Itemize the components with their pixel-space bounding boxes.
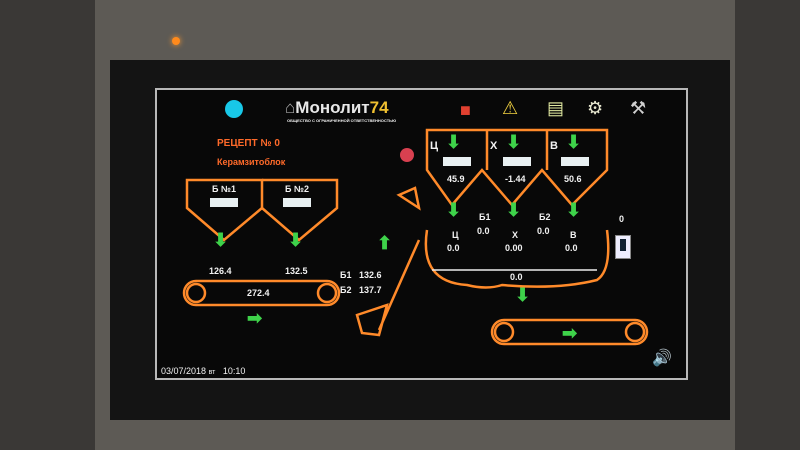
arrow-right-icon: ➡: [562, 323, 578, 343]
doser-water-label: В: [570, 230, 577, 240]
materials-icon[interactable]: ■: [460, 100, 471, 120]
settings-icon[interactable]: ⚙: [587, 98, 604, 118]
arrow-down-icon: ⬇: [446, 132, 462, 152]
bunker-2-outline: [261, 178, 339, 242]
switch-knob: [620, 239, 626, 251]
doser-b2-label: Б2: [539, 212, 551, 222]
mixer-toggle-switch[interactable]: [615, 235, 631, 259]
arrow-right-icon: ➡: [247, 308, 263, 328]
logo-tagline: ОБЩЕСТВО С ОГРАНИЧЕННОЙ ОТВЕТСТВЕННОСТЬЮ: [287, 118, 397, 123]
switch-value: 0: [619, 214, 625, 224]
doser-cement-label: Ц: [452, 230, 459, 240]
logo-text: Монолит: [295, 98, 370, 117]
sound-icon[interactable]: 🔊: [652, 350, 672, 367]
doser-b2-value: 0.0: [537, 226, 550, 236]
silo-chem-value: -1.44: [505, 174, 526, 184]
stop-icon[interactable]: [400, 148, 414, 162]
status-date-row: 03/07/2018 вт 10:10: [161, 366, 245, 376]
arrow-down-icon: ⬇: [288, 230, 304, 250]
silo-water-label: В: [550, 140, 558, 152]
doser-b1-value: 0.0: [477, 226, 490, 236]
status-date: 03/07/2018: [161, 366, 207, 376]
silo-water-value: 50.6: [564, 174, 582, 184]
doser-water-value: 0.0: [565, 243, 578, 253]
alarm-icon[interactable]: ⚠: [502, 98, 519, 118]
arrow-up-icon: ⬆: [377, 233, 393, 253]
conveyor-2-outline: [490, 318, 649, 346]
home-icon[interactable]: [225, 100, 243, 118]
tools-icon[interactable]: ⚒: [630, 98, 647, 118]
bunker-1-value: 126.4: [209, 266, 232, 276]
silo-chem-indicator: [503, 157, 531, 166]
arrow-down-icon: ⬇: [446, 200, 462, 220]
conveyor-1-value: 272.4: [247, 288, 270, 298]
power-led: [172, 37, 180, 45]
arrow-down-icon: ⬇: [506, 200, 522, 220]
doser-cement-value: 0.0: [447, 243, 460, 253]
bunker-2-label: Б №2: [285, 184, 310, 194]
bunker-1-outline: [185, 178, 264, 242]
recipe-name: Керамзитоблок: [217, 157, 286, 167]
process-diagram: [182, 128, 649, 346]
arrow-down-icon: ⬇: [566, 200, 582, 220]
b1-label: Б1: [340, 270, 352, 280]
arrow-down-icon: ⬇: [566, 132, 582, 152]
report-icon[interactable]: ▤: [547, 98, 565, 118]
conveyor-1-outline: [182, 279, 341, 307]
mixer-total: 0.0: [510, 272, 523, 282]
bunker-2-value: 132.5: [285, 266, 308, 276]
silo-cement-value: 45.9: [447, 174, 465, 184]
arrow-down-icon: ⬇: [213, 230, 229, 250]
silo-cement-indicator: [443, 157, 471, 166]
arrow-down-icon: ⬇: [506, 132, 522, 152]
doser-b1-label: Б1: [479, 212, 491, 222]
b2-label: Б2: [340, 285, 352, 295]
status-time: 10:10: [222, 366, 246, 376]
arrow-down-icon: ⬇: [515, 285, 531, 305]
recipe-title[interactable]: РЕЦЕПТ № 0: [217, 138, 280, 149]
logo-number: 74: [369, 98, 389, 117]
silos-outline: [425, 128, 609, 208]
status-weekday: вт: [208, 369, 216, 376]
silo-cement-label: Ц: [430, 140, 439, 152]
mixer-outline: [424, 229, 610, 289]
doser-chem-value: 0.00: [505, 243, 523, 253]
logo: ⌂Монолит74: [285, 98, 389, 117]
bunker-1-indicator: [210, 198, 238, 207]
b1-weight: 132.6: [359, 270, 382, 280]
skip-hoist-outline: [355, 186, 421, 337]
bunker-1-label: Б №1: [212, 184, 237, 194]
b2-weight: 137.7: [359, 285, 382, 295]
hmi-screen: ⌂Монолит74 ОБЩЕСТВО С ОГРАНИЧЕННОЙ ОТВЕТ…: [155, 88, 688, 380]
silo-water-indicator: [561, 157, 589, 166]
doser-chem-label: Х: [512, 230, 519, 240]
bunker-2-indicator: [283, 198, 311, 207]
silo-chem-label: Х: [490, 140, 498, 152]
